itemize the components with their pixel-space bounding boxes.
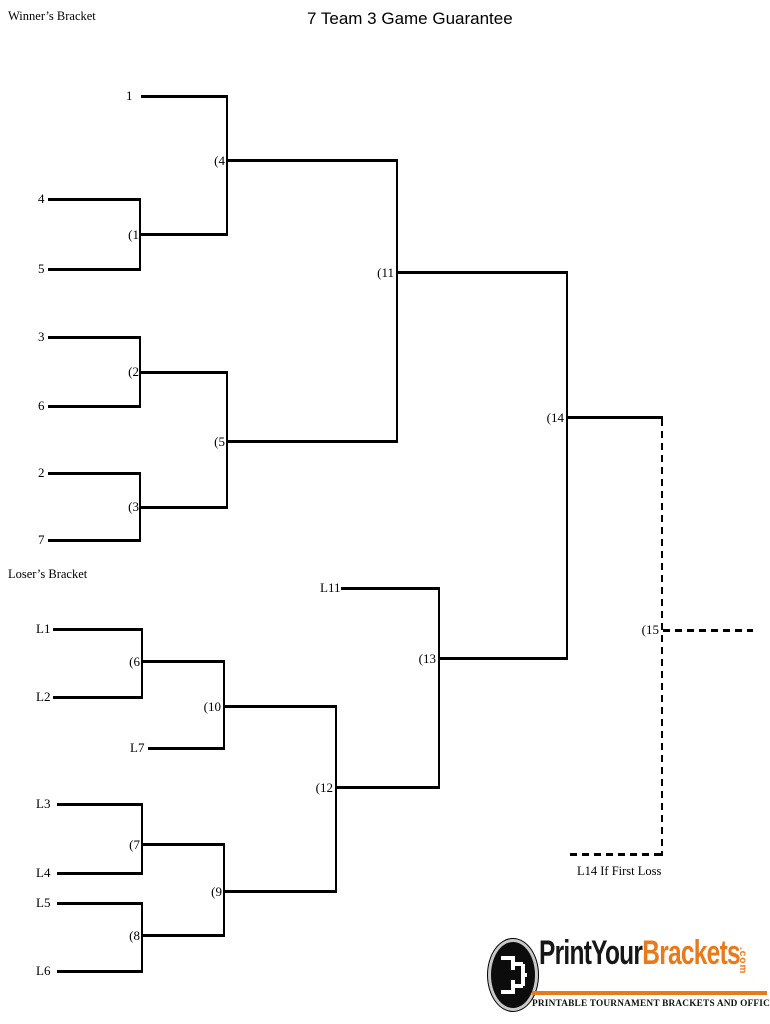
l7-label: L7 — [130, 740, 145, 755]
seed4-line — [48, 198, 141, 201]
seed5-line — [48, 268, 141, 271]
l3-label: L3 — [36, 796, 51, 811]
seed2-label: 2 — [38, 465, 45, 480]
logo-brackets-text: Brackets — [642, 934, 740, 972]
l11-line — [341, 587, 440, 590]
winners-bracket-title: Winner’s Bracket — [8, 9, 96, 23]
l4-line — [57, 872, 143, 875]
losers-bracket-title: Loser’s Bracket — [8, 567, 88, 581]
game5-label: (5 — [214, 434, 225, 449]
seed7-line — [48, 539, 141, 542]
l14-first-loss-line — [570, 853, 663, 856]
printyourbrackets-logo: PrintYourBrackets .com PRINTABLE TOURNAM… — [483, 930, 770, 1022]
seed3-label: 3 — [38, 329, 45, 344]
l5-label: L5 — [36, 895, 51, 910]
logo-tagline: PRINTABLE TOURNAMENT BRACKETS AND OFFICE… — [532, 999, 770, 1009]
seed6-label: 6 — [38, 398, 45, 413]
game7-connector — [141, 803, 143, 875]
l1-label: L1 — [36, 621, 51, 636]
game10-label: (10 — [203, 699, 221, 714]
game3-winner-line — [141, 506, 228, 509]
seed1-line — [141, 95, 228, 98]
game1-label: (1 — [128, 227, 139, 242]
game12-connector — [335, 705, 337, 893]
game15-label: (15 — [641, 622, 659, 637]
l3-line — [57, 803, 143, 806]
game13-label: (13 — [418, 651, 436, 666]
if-first-loss-connector — [661, 419, 663, 856]
game2-label: (2 — [128, 364, 139, 379]
logo-wordmark: PrintYourBrackets — [539, 934, 741, 972]
game4-winner-line — [227, 159, 398, 162]
l11-label: L11 — [320, 580, 341, 595]
game14-winner-line — [567, 416, 663, 419]
game9-winner-line — [225, 890, 337, 893]
game6-connector — [141, 628, 143, 699]
game6-label: (6 — [129, 654, 140, 669]
game7-label: (7 — [129, 837, 140, 852]
l14-first-loss-note: L14 If First Loss — [577, 864, 662, 878]
game13-connector — [438, 587, 440, 789]
l2-label: L2 — [36, 689, 51, 704]
game4-connector — [226, 95, 228, 236]
l7-line — [148, 747, 225, 750]
game8-winner-line — [143, 934, 225, 937]
seed7-label: 7 — [38, 532, 45, 547]
game14-connector — [566, 271, 568, 660]
game10-winner-line — [225, 705, 337, 708]
game3-connector — [139, 472, 141, 542]
game12-label: (12 — [315, 780, 333, 795]
seed3-line — [48, 336, 141, 339]
logo-divider — [532, 991, 767, 995]
game11-label: (11 — [377, 265, 394, 280]
l5-line — [57, 902, 143, 905]
seed2-line — [48, 472, 141, 475]
game9-connector — [223, 843, 225, 937]
game8-label: (8 — [129, 928, 140, 943]
game11-winner-line — [397, 271, 568, 274]
game10-connector — [223, 660, 225, 750]
game7-winner-line — [143, 843, 225, 846]
game1-winner-line — [141, 233, 228, 236]
game15-winner-line — [663, 629, 753, 632]
game2-winner-line — [141, 371, 228, 374]
l6-label: L6 — [36, 963, 51, 978]
logo-printyour-text: PrintYour — [539, 934, 643, 972]
l1-line — [53, 628, 143, 631]
game3-label: (3 — [128, 499, 139, 514]
seed6-line — [48, 405, 141, 408]
game14-label: (14 — [546, 410, 564, 425]
game11-connector — [396, 159, 398, 443]
bracket-icon — [488, 939, 538, 1011]
l2-line — [53, 696, 143, 699]
game12-winner-line — [337, 786, 440, 789]
game2-connector — [139, 336, 141, 408]
seed1-label: 1 — [126, 88, 133, 103]
game1-connector — [139, 198, 141, 271]
l6-line — [57, 970, 143, 973]
game8-connector — [141, 902, 143, 973]
game6-winner-line — [143, 660, 225, 663]
seed5-label: 5 — [38, 261, 45, 276]
game4-label: (4 — [214, 153, 225, 168]
page-title: 7 Team 3 Game Guarantee — [307, 9, 513, 28]
logo-dot-com-text: .com — [737, 947, 748, 975]
game13-winner-line — [440, 657, 568, 660]
game5-winner-line — [227, 440, 398, 443]
game9-label: (9 — [211, 884, 222, 899]
l4-label: L4 — [36, 865, 51, 880]
seed4-label: 4 — [38, 191, 45, 206]
